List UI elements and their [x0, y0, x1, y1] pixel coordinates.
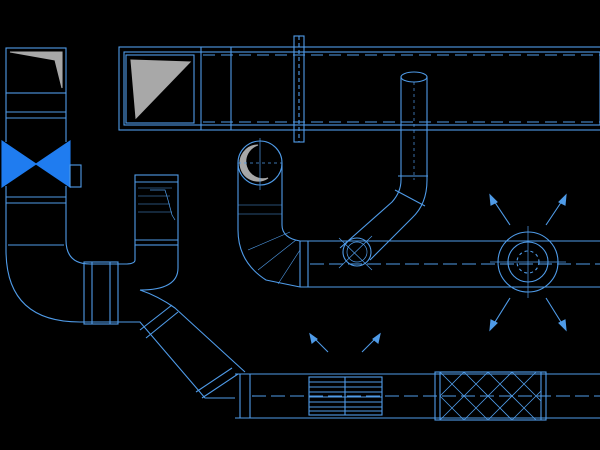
linear-grille	[308, 332, 383, 416]
return-u-bend	[118, 174, 179, 291]
diagonal-duct	[118, 289, 246, 399]
left-riser	[5, 47, 67, 250]
main-elbow	[5, 239, 119, 325]
filter-section	[434, 371, 547, 421]
branch-takeoff	[338, 71, 428, 271]
top-duct-run	[118, 35, 600, 143]
supply-diffuser	[489, 193, 567, 332]
volume-damper	[1, 139, 82, 189]
bottom-duct-run	[235, 373, 600, 419]
top-elbow-box	[125, 54, 195, 124]
round-elbow-left	[237, 138, 309, 288]
